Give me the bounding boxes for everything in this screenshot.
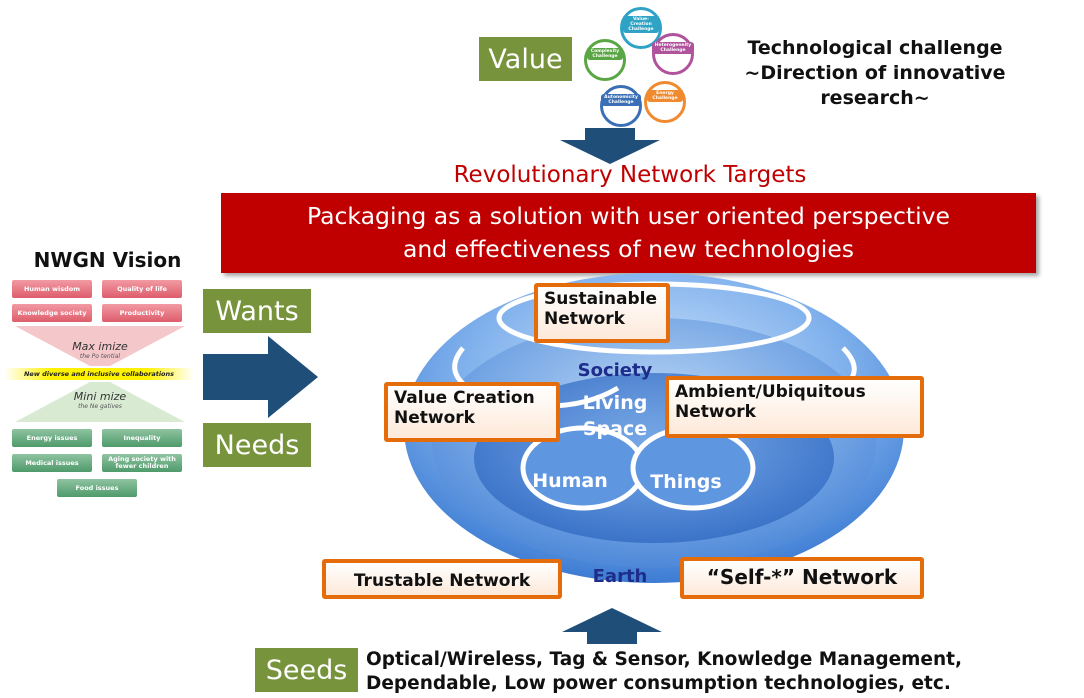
seeds-text: Optical/Wireless, Tag & Sensor, Knowledg… [366,648,1076,696]
wants-label: Wants [203,289,311,333]
vision-diagram: Human wisdom Quality of life Knowledge s… [4,276,195,501]
collab-band: New diverse and inclusive collaborations [4,368,194,380]
challenge-energy: Energy Challenge [644,81,686,123]
vision-box-quality-of-life: Quality of life [102,280,182,298]
seeds-line-1: Optical/Wireless, Tag & Sensor, Knowledg… [366,649,962,670]
value-label: Value [479,37,572,81]
seeds-label: Seeds [255,648,358,692]
banner-line-1: Packaging as a solution with user orient… [307,202,950,230]
trustable-network-box: Trustable Network [322,559,562,599]
value-creation-line-2: Network [394,408,475,428]
needs-label: Needs [203,423,311,467]
ambient-line-2: Network [675,402,756,422]
sustainable-line-2: Network [544,309,625,329]
vision-box-knowledge-society: Knowledge society [12,304,92,322]
vision-box-medical: Medical issues [12,454,92,472]
earth-label: Earth [592,566,648,587]
living-label: Living [582,392,648,414]
challenge-text: Technological challenge ~Direction of in… [710,36,1040,111]
down-arrow-top [560,128,660,164]
up-arrow-bottom [562,608,662,644]
sustainable-network-box: Sustainable Network [534,283,670,343]
targets-title: Revolutionary Network Targets [453,162,807,188]
challenge-autonomicity: Autonomicity Challenge [600,85,642,127]
human-label: Human [532,470,608,492]
space-label: Space [582,418,648,440]
challenge-line-3: research~ [820,87,930,109]
right-arrow [203,336,318,418]
maximize-funnel [15,326,185,366]
maximize-label: Max imize [72,340,128,353]
self-network-box: “Self-*” Network [680,557,924,599]
seeds-line-2: Dependable, Low power consumption techno… [366,673,951,694]
challenge-line-2: ~Direction of innovative [744,62,1006,84]
vision-box-inequality: Inequality [102,429,182,447]
value-creation-line-1: Value Creation [394,388,535,408]
vision-title: NWGN Vision [33,248,182,272]
vision-box-energy: Energy issues [12,429,92,447]
vision-box-human-wisdom: Human wisdom [12,280,92,298]
ambient-line-1: Ambient/Ubiquitous [675,382,866,402]
maximize-sub: the Po tential [79,353,121,360]
banner-line-2: and effectiveness of new technologies [402,235,855,263]
value-creation-network-box: Value Creation Network [384,382,560,442]
sustainable-line-1: Sustainable [544,289,657,309]
things-label: Things [650,471,722,493]
vision-box-productivity: Productivity [102,304,182,322]
challenge-value-creation: Value-Creation Challenge [620,7,662,49]
challenge-complexity: Complexity Challenge [584,39,626,81]
challenge-ring: Value-Creation Challenge Heterogeneity C… [580,7,698,132]
vision-box-aging: Aging society with fewer children [102,454,182,472]
minimize-sub: the Ne gatives [78,403,122,410]
challenge-line-1: Technological challenge [747,37,1003,59]
challenge-heterogeneity: Heterogeneity Challenge [651,33,695,75]
minimize-label: Mini mize [73,390,127,403]
vision-box-food: Food issues [57,479,137,497]
banner: Packaging as a solution with user orient… [221,193,1036,273]
minimize-funnel [15,382,185,422]
ambient-network-box: Ambient/Ubiquitous Network [665,376,924,438]
society-label: Society [577,360,653,381]
